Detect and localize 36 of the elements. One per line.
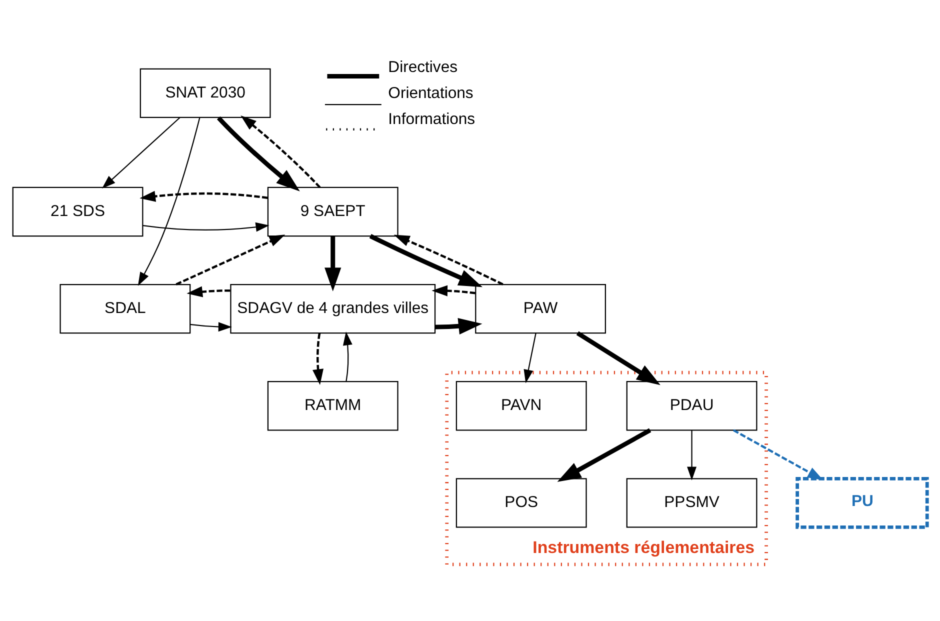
- arrow: [140, 190, 268, 202]
- arrow: [142, 222, 270, 232]
- arrow: [394, 234, 504, 286]
- arrow: [524, 333, 536, 384]
- arrow: [186, 286, 230, 298]
- arrow: [102, 117, 180, 189]
- arrow: [324, 236, 342, 292]
- node-box: POS: [456, 478, 587, 528]
- arrow: [176, 234, 286, 286]
- arrow: [312, 333, 324, 385]
- legend-label: Informations: [388, 110, 476, 128]
- node-box: PU: [796, 476, 929, 529]
- node-box: RATMM: [267, 381, 398, 431]
- node-box: 9 SAEPT: [267, 186, 398, 237]
- legend-label: Orientations: [388, 84, 474, 102]
- arrow: [732, 429, 824, 480]
- arrow: [576, 331, 660, 386]
- arrow: [435, 318, 482, 335]
- arrow: [216, 116, 300, 192]
- arrow: [190, 322, 232, 332]
- arrow: [557, 428, 652, 482]
- legend-label: Directives: [388, 59, 458, 76]
- node-box: 21 SDS: [12, 186, 144, 237]
- node-box: PDAU: [626, 381, 758, 431]
- node-box: PAVN: [456, 381, 587, 431]
- arrow: [240, 115, 321, 188]
- arrow: [432, 285, 476, 296]
- arrow: [369, 234, 482, 288]
- node-box: PPSMV: [626, 478, 758, 528]
- node-box: SNAT 2030: [140, 68, 271, 118]
- arrow: [687, 430, 697, 480]
- arrow: [138, 118, 200, 286]
- node-box: SDAL: [60, 284, 191, 334]
- node-box: SDAGV de 4 grandes villes: [230, 284, 436, 334]
- arrow: [342, 332, 352, 382]
- node-box: PAW: [475, 284, 606, 334]
